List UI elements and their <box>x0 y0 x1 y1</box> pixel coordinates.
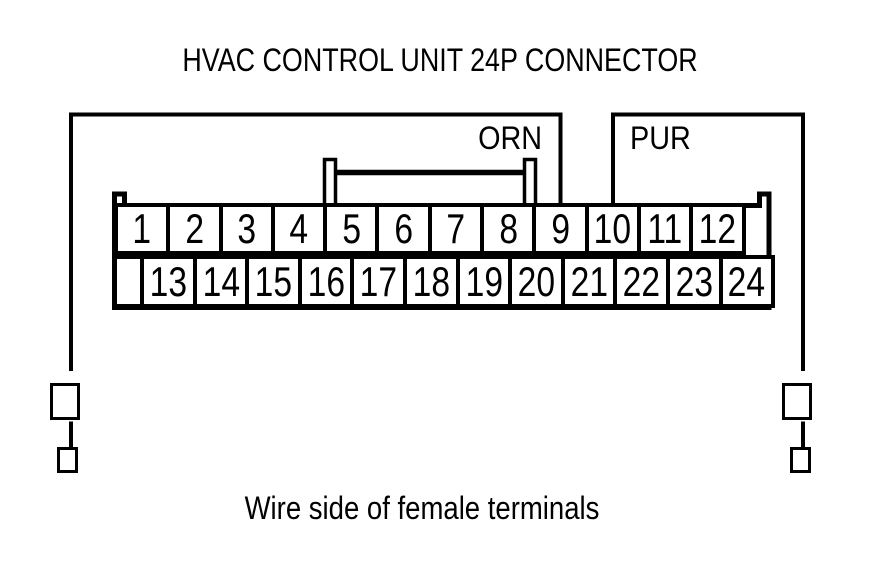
pin-number: 19 <box>465 257 503 305</box>
pin-cell-18: 18 <box>402 255 460 308</box>
pin-cell-23: 23 <box>665 255 723 308</box>
pur-wire-path <box>611 112 805 371</box>
pur-terminal-end <box>790 447 811 473</box>
orn-terminal-box <box>50 383 80 420</box>
pin-row-top: 1 2 3 4 5 6 7 8 9 10 11 12 <box>114 203 746 255</box>
pin-number: 17 <box>359 257 398 305</box>
pin-cell-4: 4 <box>270 203 328 255</box>
pin-number: 13 <box>149 257 187 305</box>
pin-cell-5: 5 <box>323 203 380 255</box>
pin-number: 21 <box>570 257 608 305</box>
pin-number: 24 <box>728 257 766 305</box>
latch-post-right <box>522 157 538 208</box>
pin-cell-2: 2 <box>166 203 223 255</box>
pin-cell-9: 9 <box>532 203 589 255</box>
pin-number: 22 <box>622 257 661 305</box>
pin-number: 5 <box>341 205 361 252</box>
pin-number: 20 <box>517 257 556 305</box>
pin-number: 4 <box>289 205 309 252</box>
pin-cell-21: 21 <box>560 255 618 308</box>
pin-cell-16: 16 <box>297 255 355 308</box>
pin-number: 18 <box>412 257 450 305</box>
pin-cell-12: 12 <box>689 203 746 255</box>
wire-label-pur: PUR <box>630 120 691 156</box>
pin-cell-6: 6 <box>375 203 432 255</box>
pin-cell-14: 14 <box>192 255 250 308</box>
pin-row-bottom: 13 14 15 16 17 18 19 20 21 22 23 24 <box>113 255 776 308</box>
pin-number: 6 <box>394 205 413 252</box>
orn-wire-path <box>69 112 563 371</box>
pin-cell-20: 20 <box>508 255 565 308</box>
pin-cell-13: 13 <box>140 255 197 308</box>
pin-cell-3: 3 <box>218 203 275 255</box>
pin-number: 1 <box>132 205 152 252</box>
orn-terminal-end <box>57 447 78 473</box>
pin-number: 3 <box>237 205 257 252</box>
pin-number: 15 <box>254 257 293 305</box>
pin-number: 16 <box>307 257 345 305</box>
pin-cell-17: 17 <box>350 255 407 308</box>
pin-number: 11 <box>647 205 683 252</box>
blank-cell <box>113 255 144 308</box>
pin-cell-24: 24 <box>718 255 776 308</box>
pin-cell-1: 1 <box>114 203 171 255</box>
pin-number: 8 <box>498 205 518 252</box>
pin-number: 7 <box>446 205 466 252</box>
wire-label-orn: ORN <box>478 120 542 156</box>
pin-number: 12 <box>698 205 737 252</box>
pin-number: 23 <box>675 257 713 305</box>
pin-cell-7: 7 <box>427 203 485 255</box>
pin-number: 10 <box>594 205 632 252</box>
pin-cell-8: 8 <box>480 203 537 255</box>
latch-post-left <box>322 157 338 208</box>
diagram-title: HVAC CONTROL UNIT 24P CONNECTOR <box>182 42 698 78</box>
pin-number: 14 <box>202 257 240 305</box>
diagram-caption: Wire side of female terminals <box>244 490 600 526</box>
pin-cell-10: 10 <box>584 203 641 255</box>
pin-number: 2 <box>185 205 204 252</box>
pur-terminal-box <box>782 383 812 420</box>
pin-cell-11: 11 <box>636 203 694 255</box>
pin-cell-22: 22 <box>613 255 670 308</box>
pin-cell-19: 19 <box>455 255 513 308</box>
pin-cell-15: 15 <box>245 255 302 308</box>
pin-number: 9 <box>551 205 570 252</box>
